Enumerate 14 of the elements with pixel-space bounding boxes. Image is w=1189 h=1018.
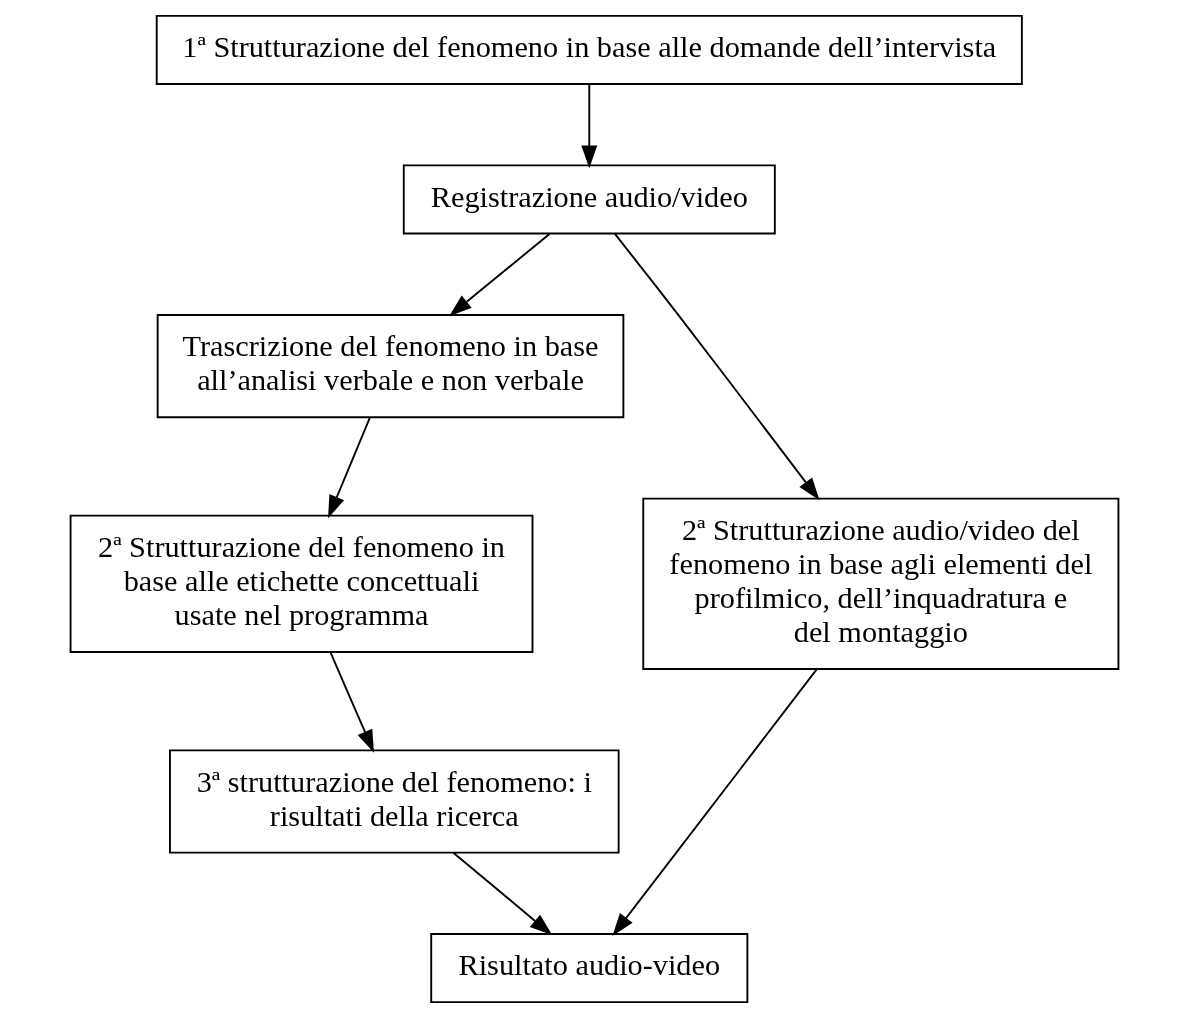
arrow	[581, 83, 598, 169]
node-box: Trascrizione del fenomeno in base all’analisi verbale e non verbale	[156, 314, 625, 419]
node-box: Risultato audio-video	[430, 933, 749, 1004]
arrow	[449, 233, 551, 317]
arrow	[613, 232, 820, 501]
node-box: Registrazione audio/video	[402, 164, 776, 235]
arrow	[329, 651, 374, 753]
arrow	[328, 416, 371, 519]
arrow	[452, 851, 553, 936]
arrow	[612, 668, 818, 936]
node-box: 2ª Strutturazione audio/video del fenomeno in base agli elementi del profilmico, dell’inquadratura e del montaggio	[642, 497, 1120, 670]
node-box: 3ª strutturazione del fenomeno: i risultati della ricerca	[169, 749, 620, 854]
node-box: 1ª Strutturazione del fenomeno in base alle domande dell’intervista	[155, 14, 1023, 85]
node-box: 2ª Strutturazione del fenomeno in base alle etichette concettuali usate nel programma	[69, 514, 534, 653]
